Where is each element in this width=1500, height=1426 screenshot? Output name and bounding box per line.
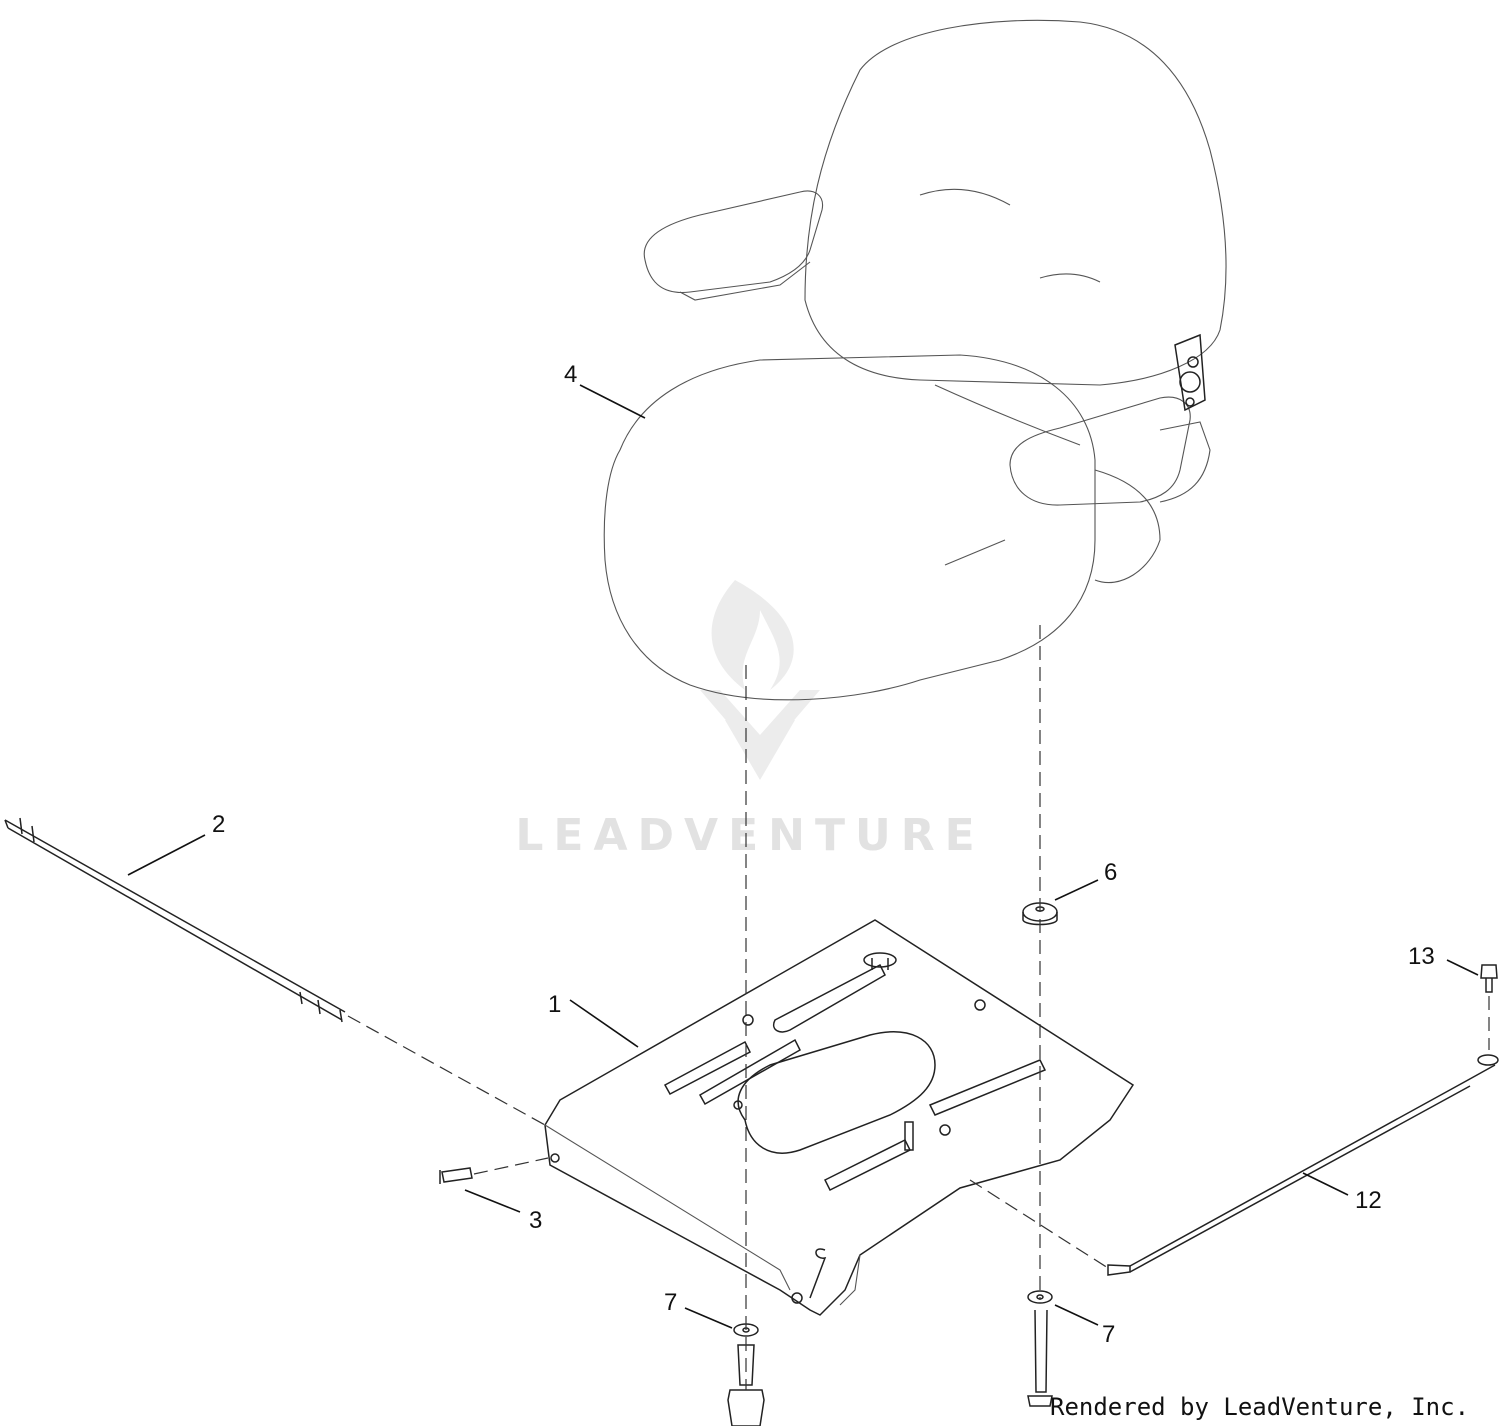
seat-assembly <box>603 19 1227 701</box>
seat-plate <box>544 919 1135 1316</box>
callout-13: 13 <box>1408 943 1435 970</box>
lower-hardware <box>727 1290 1053 1426</box>
render-credit: Rendered by LeadVenture, Inc. <box>1050 1393 1469 1421</box>
callout-1: 1 <box>548 991 561 1018</box>
callout-7-left: 7 <box>664 1289 677 1316</box>
screw <box>439 1157 549 1184</box>
callout-7-right: 7 <box>1102 1321 1115 1348</box>
callout-2: 2 <box>212 811 225 838</box>
callout-3: 3 <box>529 1207 542 1234</box>
callout-4: 4 <box>564 361 577 388</box>
leader-lines <box>127 384 1479 1329</box>
watermark-text: LEADVENTURE <box>515 810 984 861</box>
watermark: LEADVENTURE <box>515 580 984 861</box>
small-screw <box>1480 964 1498 1050</box>
latch-rod <box>969 1054 1499 1276</box>
callouts: 1 2 3 4 6 7 7 12 13 <box>212 361 1435 1348</box>
adjustment-rod <box>4 817 546 1126</box>
flame-v-logo-icon <box>700 580 820 780</box>
callout-12: 12 <box>1355 1187 1382 1214</box>
callout-6: 6 <box>1104 859 1117 886</box>
